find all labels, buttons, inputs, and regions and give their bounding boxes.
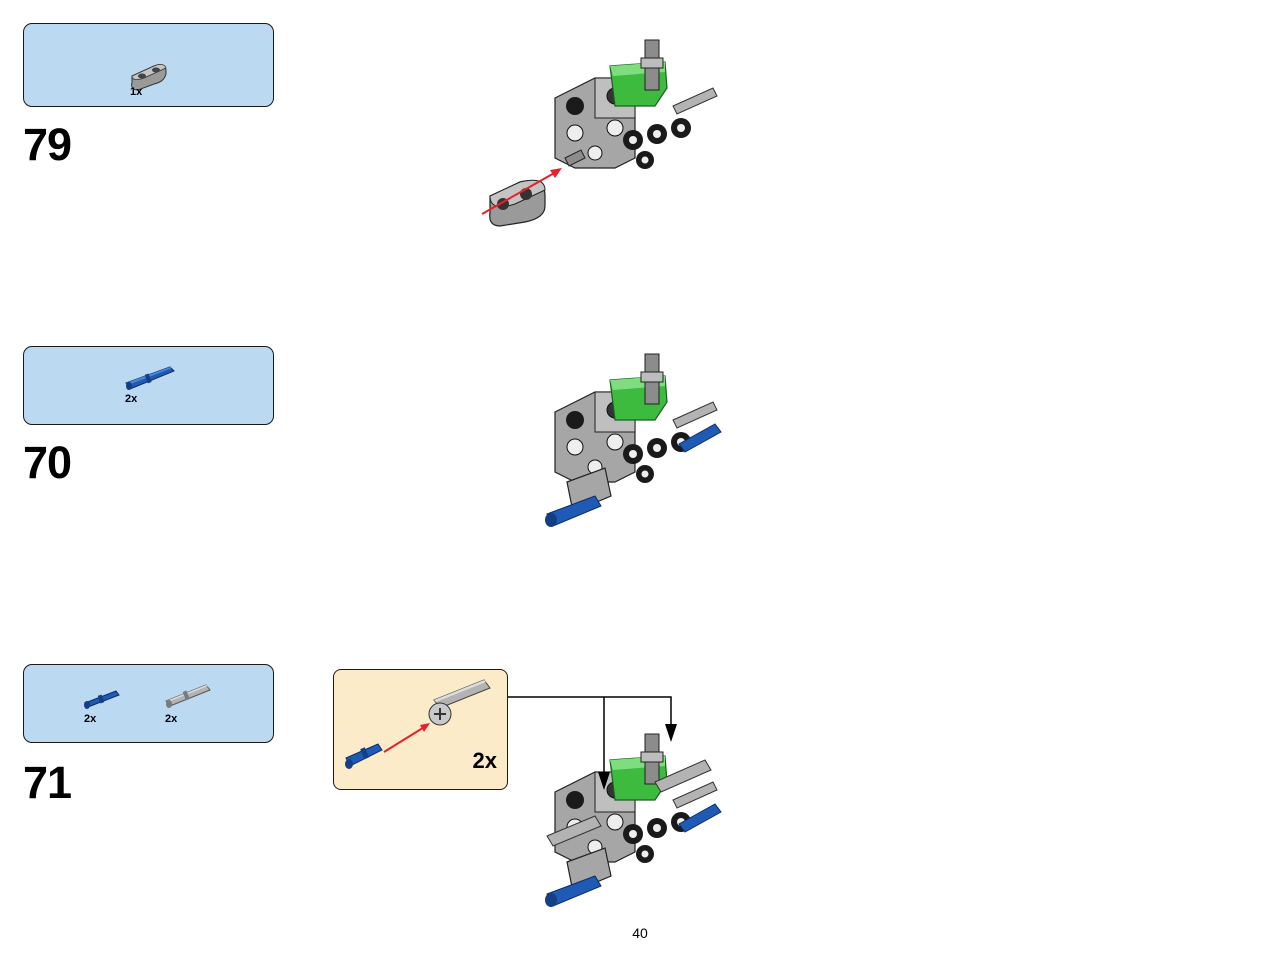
part-quantity: 1x — [130, 86, 143, 98]
subassembly-illustration — [345, 679, 491, 769]
parts-list-step-71: 2x 2x — [23, 664, 274, 743]
callout-arrows — [508, 696, 672, 780]
callout-arrowhead — [665, 724, 677, 742]
model-step-71 — [545, 733, 722, 907]
liftarm-1x2-thick-icon — [131, 64, 167, 91]
liftarm-being-inserted — [481, 168, 562, 227]
part-quantity: 2x — [84, 713, 97, 725]
axle-pin-blue-icon — [84, 690, 120, 709]
step-number: 79 — [23, 119, 72, 170]
callout-arrowhead — [598, 772, 610, 790]
axle-pin-with-friction-icon — [125, 366, 175, 390]
part-quantity: 2x — [165, 713, 178, 725]
step-number: 71 — [23, 757, 72, 808]
subassembly-callout: 2x — [333, 669, 508, 790]
subassembly-quantity: 2x — [472, 748, 497, 773]
long-pin-grey-icon — [165, 684, 211, 708]
model-step-79 — [554, 39, 718, 170]
parts-list-step-70: 2x — [23, 346, 274, 425]
page-number: 40 — [632, 925, 648, 941]
model-step-70 — [545, 353, 722, 527]
part-quantity: 2x — [125, 393, 138, 405]
parts-list-step-79: 1x — [23, 23, 274, 107]
step-number: 70 — [23, 437, 72, 488]
